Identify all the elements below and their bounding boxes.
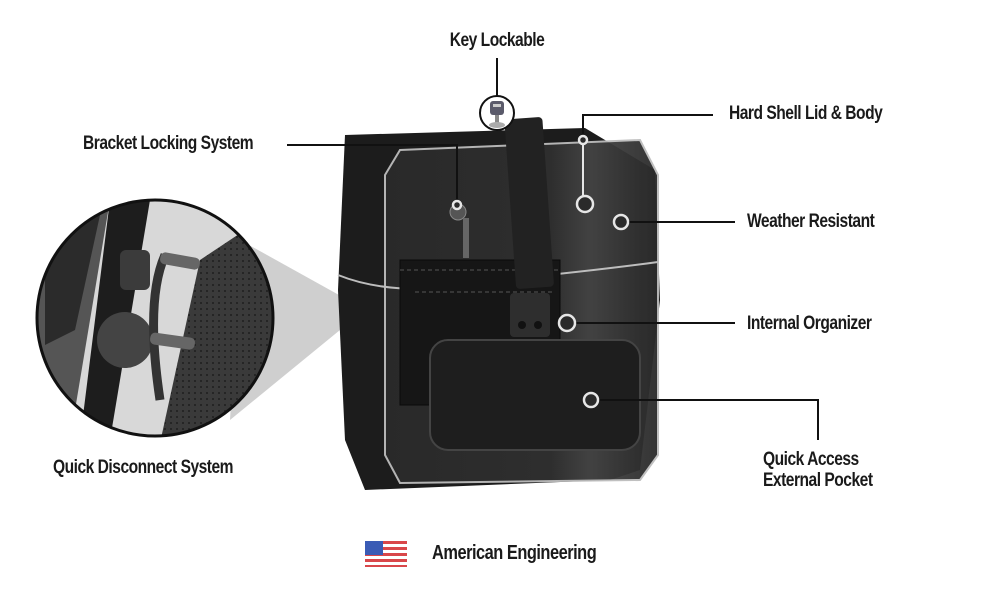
callout-weather-resistant: Weather Resistant (747, 211, 875, 232)
strap (504, 117, 554, 289)
external-pocket-shape (429, 339, 641, 451)
buckle (510, 293, 550, 337)
key-lock-icon (489, 101, 505, 128)
callout-quick-access-line2: External Pocket (763, 470, 873, 491)
leader-lines (287, 114, 819, 440)
footer-american-engineering: American Engineering (432, 542, 597, 564)
callout-internal-organizer: Internal Organizer (747, 313, 872, 334)
callout-quick-disconnect: Quick Disconnect System (53, 457, 234, 478)
zoom-circle-border (35, 198, 275, 438)
callout-markers (451, 134, 630, 409)
callout-hard-shell: Hard Shell Lid & Body (729, 103, 883, 124)
callout-bracket-locking: Bracket Locking System (83, 133, 254, 154)
us-flag-icon (365, 541, 407, 567)
callout-quick-access-line1: Quick Access (763, 449, 859, 470)
callout-key-lockable: Key Lockable (449, 30, 545, 51)
